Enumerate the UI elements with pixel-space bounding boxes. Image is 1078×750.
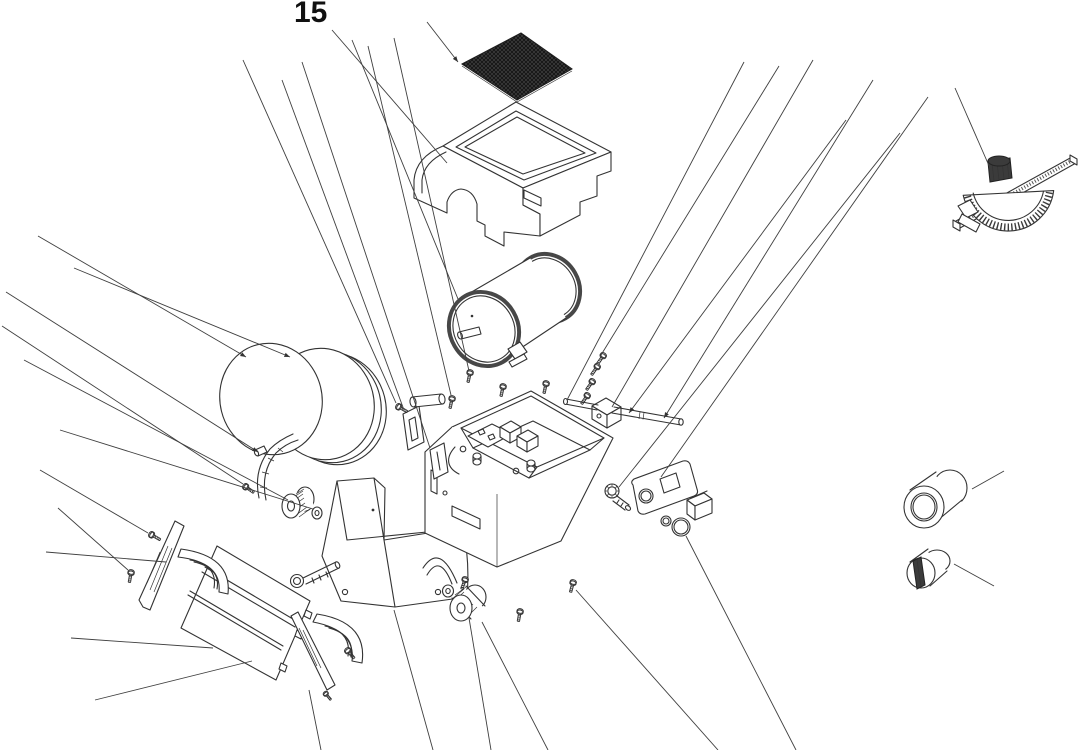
knob-cap xyxy=(672,518,690,536)
pivot-bolt xyxy=(291,561,341,587)
washer xyxy=(443,585,454,597)
pulley-knob xyxy=(282,487,322,519)
switch-plate xyxy=(632,461,698,514)
knob-small xyxy=(907,549,950,589)
thumb-bolt xyxy=(605,484,631,511)
roller-pin xyxy=(412,394,443,407)
abrasive-pad xyxy=(462,33,572,102)
washer xyxy=(312,507,322,519)
leader-lines xyxy=(2,22,1004,750)
sanding-disc-front xyxy=(208,332,334,465)
trunnion-right xyxy=(291,612,363,690)
terminal-block xyxy=(500,421,538,452)
knob-large xyxy=(904,470,967,528)
power-switch xyxy=(687,491,712,520)
gauge-knob xyxy=(988,156,1012,182)
work-table xyxy=(181,546,312,680)
spindle-shaft-left xyxy=(565,399,598,410)
part-number-label: 15 xyxy=(294,0,328,29)
motor xyxy=(436,242,593,379)
sanding-discs xyxy=(208,332,398,475)
lock-nut xyxy=(661,516,671,526)
mounting-bracket xyxy=(403,394,448,479)
miter-gauge xyxy=(953,155,1077,232)
switch-cluster xyxy=(605,461,712,536)
protractor-scale xyxy=(967,192,1049,227)
dust-duct xyxy=(254,434,298,500)
standoffs xyxy=(473,453,535,472)
front-housing xyxy=(322,478,468,607)
top-cover xyxy=(414,102,611,246)
wire xyxy=(449,447,459,474)
base-housing xyxy=(425,391,613,567)
knob-bottom xyxy=(443,585,487,621)
gauge-foot xyxy=(958,200,978,218)
trunnion-left xyxy=(139,521,228,610)
